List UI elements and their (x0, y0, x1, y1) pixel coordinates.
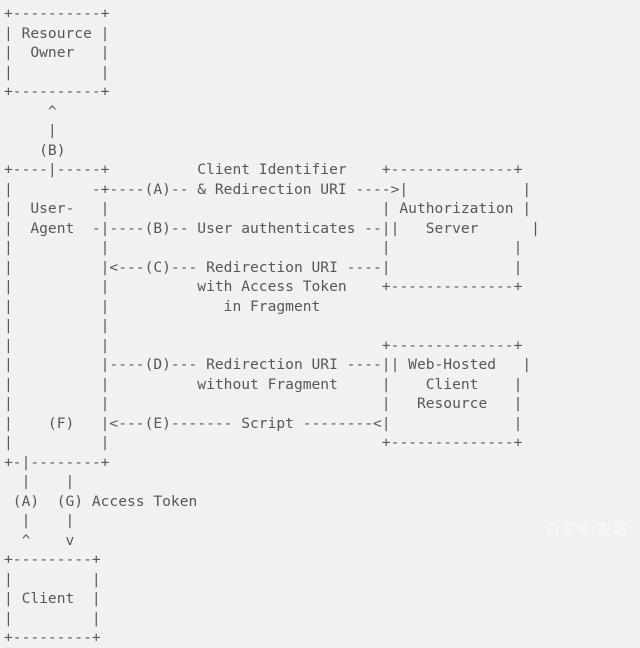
watermark-text: 百家号/左悠 (544, 520, 628, 538)
diagram-canvas: +----------+ | Resource | | Owner | | | … (4, 5, 540, 646)
